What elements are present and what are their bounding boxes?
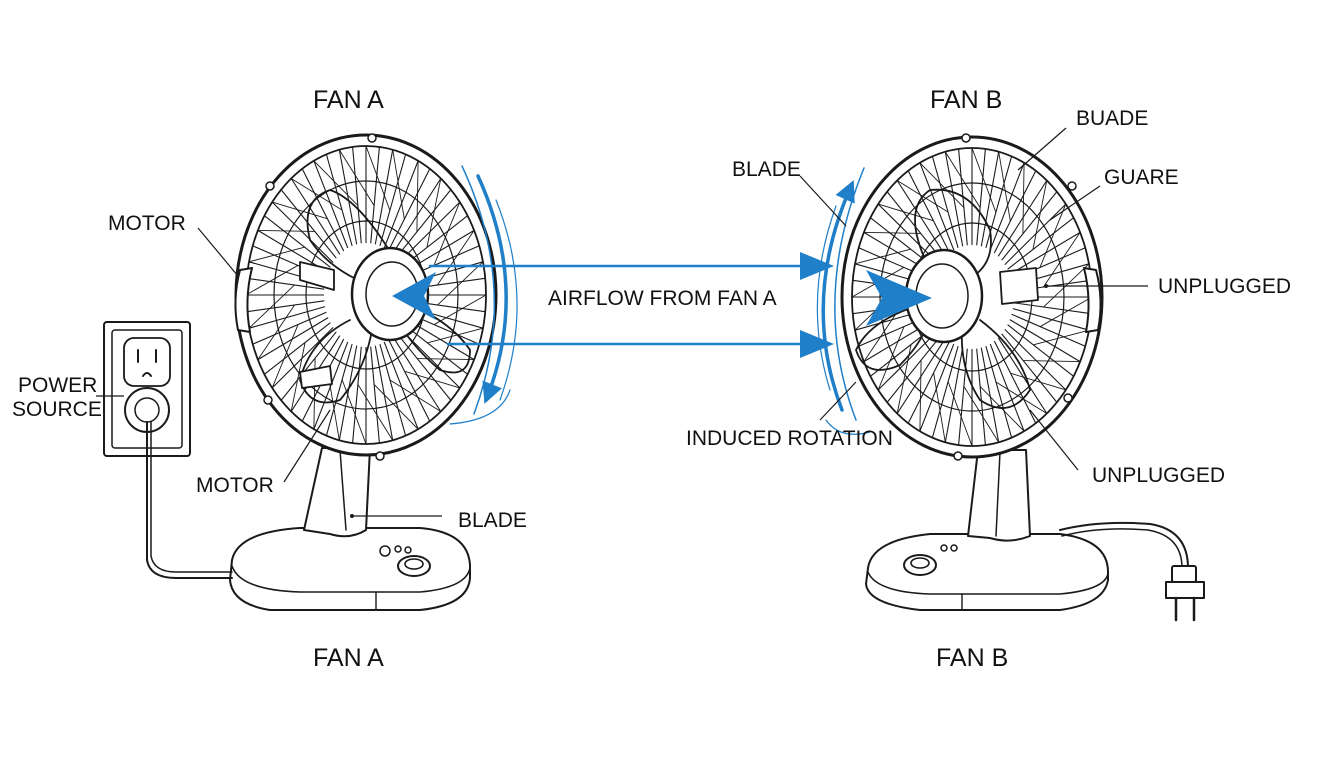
airflow-label: AIRFLOW FROM FAN A <box>548 287 777 310</box>
fan-b-unplugged-label-lower: UNPLUGGED <box>1092 464 1225 487</box>
fan-b-unplugged-label-upper: UNPLUGGED <box>1158 275 1291 298</box>
fan-b <box>817 134 1204 620</box>
fan-a <box>230 134 517 610</box>
fan-b-base <box>866 534 1108 610</box>
fan-b-guare-label: GUARE <box>1104 166 1179 189</box>
fan-a-title-top: FAN A <box>313 86 384 114</box>
fan-a-title-bottom: FAN A <box>313 644 384 672</box>
fan-b-title-bottom: FAN B <box>936 644 1008 672</box>
fan-b-title-top: FAN B <box>930 86 1002 114</box>
fan-b-blade-label: BLADE <box>732 158 801 181</box>
wall-outlet-icon <box>104 322 232 578</box>
fan-a-motor-label-lower: MOTOR <box>196 474 274 497</box>
fan-b-buade-label: BUADE <box>1076 107 1148 130</box>
power-source-label-line2: SOURCE <box>12 398 102 421</box>
power-source-label-line1: POWER <box>18 374 97 397</box>
induced-rotation-label: INDUCED ROTATION <box>686 427 893 450</box>
fan-b-stand <box>968 450 1030 541</box>
fan-a-blade-label: BLADE <box>458 509 527 532</box>
fan-a-motor-label-upper: MOTOR <box>108 212 186 235</box>
fan-a-stand <box>304 448 370 536</box>
fan-a-base <box>230 528 470 610</box>
